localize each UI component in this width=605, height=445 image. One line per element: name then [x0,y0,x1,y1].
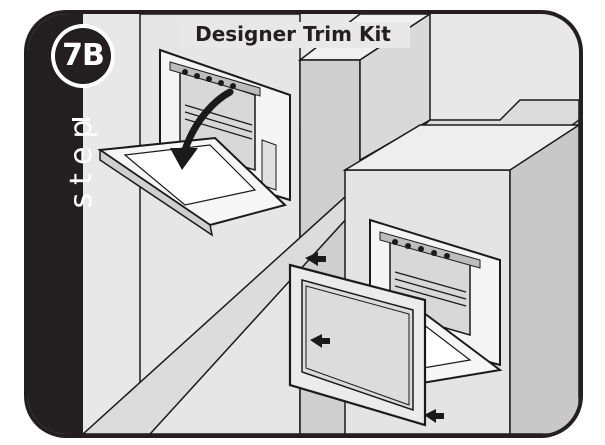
arrow-icon [170,148,198,170]
arrow-icon [305,252,326,266]
page-title: Designer Trim Kit [195,22,391,46]
step-badge-icon [55,28,111,84]
lower-cabinet-top [342,124,579,171]
lower-cabinet-side [509,118,579,434]
arrow-icon [181,88,234,154]
arrow-icon [310,334,330,348]
arrow-icon [424,409,444,423]
step-label: step [22,95,99,225]
scene [28,14,579,434]
title-backing [178,22,410,48]
step-badge-label: 7B [62,38,105,73]
step-word-text: step [64,111,99,209]
step-underline [72,118,90,121]
microwave-open-door [97,48,291,237]
diagonal-ledge [81,99,579,434]
microwave-with-trim-kit [288,218,503,427]
